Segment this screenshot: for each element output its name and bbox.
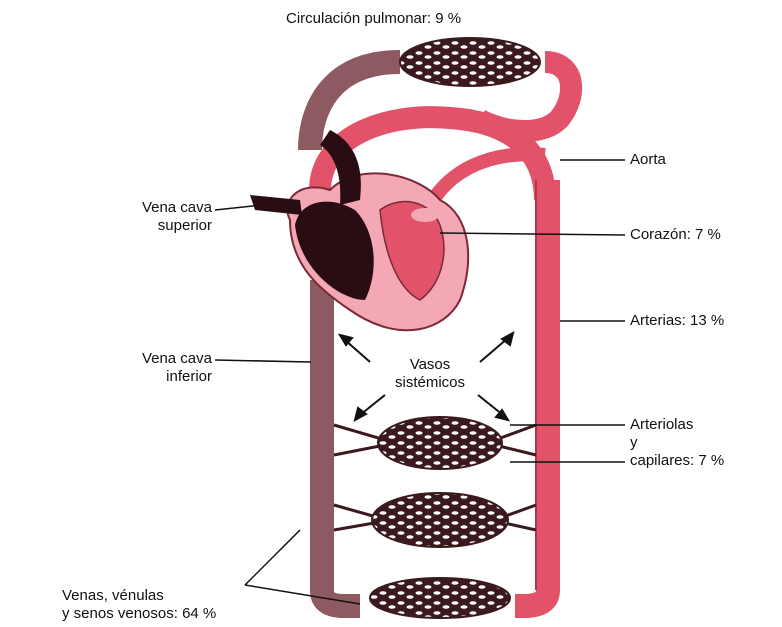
label-venas: Venas, vénulas y senos venosos: 64 % [62, 587, 216, 623]
systemic-artery-column [515, 180, 548, 606]
capillary-bed-1 [334, 417, 536, 469]
label-vena-cava-inferior-line1: Vena cava [100, 350, 212, 368]
label-vasos-sistemicos: Vasos sistémicos [375, 356, 485, 392]
label-aorta: Aorta [630, 151, 666, 169]
label-vena-cava-inferior: Vena cava inferior [100, 350, 212, 386]
label-arteriolas-line3: capilares: 7 % [630, 452, 724, 470]
heart [250, 130, 468, 330]
label-vasos-sistemicos-line2: sistémicos [375, 374, 485, 392]
pulmonary-capillary-bed [400, 38, 540, 86]
label-vena-cava-superior-line1: Vena cava [100, 199, 212, 217]
label-vena-cava-superior: Vena cava superior [100, 199, 212, 235]
label-arteriolas-line1: Arteriolas [630, 416, 724, 434]
pulmonary-circulation-title: Circulación pulmonar: 9 % [286, 10, 461, 28]
systemic-vein-column [322, 280, 360, 606]
systemic-capillary-beds [334, 417, 536, 618]
capillary-bed-2 [334, 493, 536, 547]
label-vena-cava-inferior-line2: inferior [100, 368, 212, 386]
label-arteriolas-capilares: Arteriolas y capilares: 7 % [630, 416, 724, 470]
label-arterias: Arterias: 13 % [630, 312, 724, 330]
label-arteriolas-line2: y [630, 434, 724, 452]
label-vasos-sistemicos-line1: Vasos [375, 356, 485, 374]
label-corazon: Corazón: 7 % [630, 226, 721, 244]
label-venas-line2: y senos venosos: 64 % [62, 605, 216, 623]
label-vena-cava-superior-line2: superior [100, 217, 212, 235]
label-venas-line1: Venas, vénulas [62, 587, 216, 605]
capillary-bed-3 [370, 578, 510, 618]
